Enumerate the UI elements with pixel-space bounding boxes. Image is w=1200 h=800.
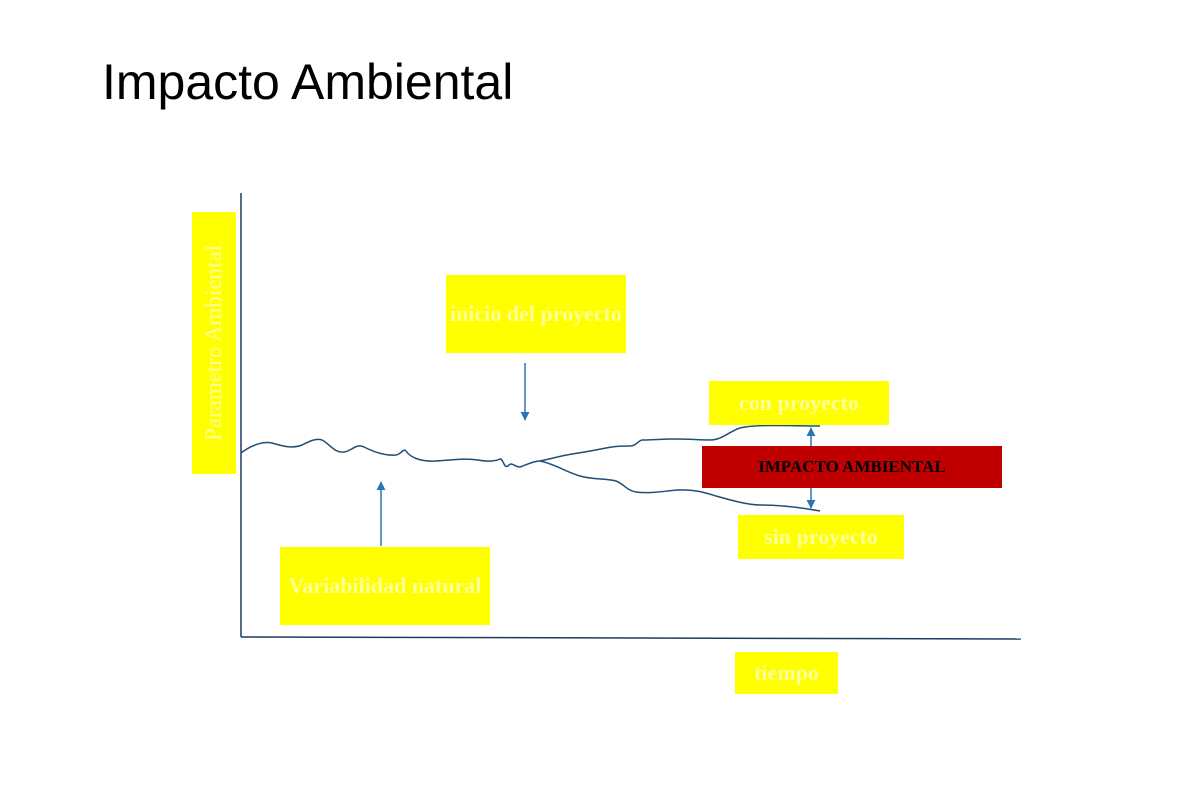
with-project-curve <box>539 424 821 462</box>
project-start-label: inicio del proyecto <box>446 275 626 353</box>
impact-label: IMPACTO AMBIENTAL <box>702 446 1002 488</box>
slide-title: Impacto Ambiental <box>102 54 514 110</box>
natural-variability-label: Variabilidad natural <box>280 547 490 625</box>
x-axis <box>240 636 1022 640</box>
y-axis-label: Parametro Ambiental <box>192 212 236 474</box>
with-project-label: con proyecto <box>709 381 889 425</box>
without-project-label: sin proyecto <box>738 515 904 559</box>
x-axis-label: tiempo <box>735 652 838 694</box>
baseline-curve <box>240 438 541 468</box>
y-axis-label-text: Parametro Ambiental <box>201 244 226 442</box>
without-project-curve <box>539 460 821 512</box>
